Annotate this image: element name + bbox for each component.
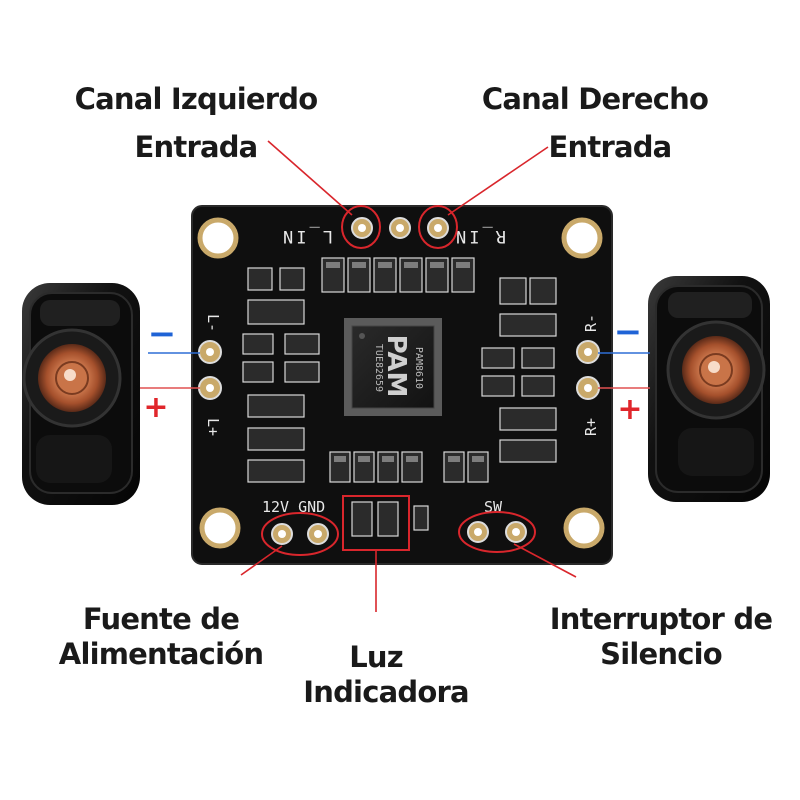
left-input-silk: L_IN — [280, 226, 333, 246]
indicator-line1: Luz — [349, 640, 403, 674]
chip-code: TUE82659 — [373, 344, 384, 392]
pcb-board: L_IN R_IN L- L+ R- R+ — [191, 205, 613, 565]
right-speaker — [648, 276, 770, 502]
left-plus-silk: L+ — [204, 418, 222, 436]
power-silk: 12V GND — [262, 498, 325, 516]
left-input-callout: Canal Izquierdo Entrada — [66, 82, 326, 166]
left-plus-symbol: + — [143, 390, 168, 425]
polarity-wires — [140, 352, 650, 389]
right-input-line2: Entrada — [548, 130, 673, 165]
mute-highlight — [458, 511, 536, 553]
input-pins — [351, 217, 449, 239]
bottom-pins — [271, 521, 527, 545]
mounting-holes — [197, 217, 605, 549]
left-input-highlight — [341, 205, 381, 249]
left-input-line2: Entrada — [134, 130, 259, 165]
left-minus-silk: L- — [204, 314, 222, 332]
speaker-pins — [198, 340, 600, 400]
mute-line1: Interruptor de — [549, 602, 773, 636]
power-line2: Alimentación — [58, 637, 264, 672]
left-minus-symbol: − — [148, 314, 177, 354]
indicator-callout: Luz Indicadora — [290, 640, 482, 711]
right-input-line1: Canal Derecho — [481, 82, 709, 116]
amplifier-chip: PAM PAM8610 TUE82659 — [344, 318, 442, 416]
right-input-highlight — [418, 205, 458, 249]
right-input-callout: Canal Derecho Entrada — [470, 82, 720, 166]
smd-pads — [326, 262, 484, 462]
leader-lines — [240, 140, 577, 612]
mute-line2: Silencio — [600, 637, 723, 672]
right-plus-symbol: + — [617, 392, 642, 427]
power-line1: Fuente de — [82, 602, 240, 636]
right-minus-silk: R- — [582, 314, 600, 332]
right-minus-symbol: − — [614, 312, 643, 352]
left-speaker — [22, 283, 140, 505]
indicator-line2: Indicadora — [303, 675, 469, 710]
right-plus-silk: R+ — [582, 418, 600, 436]
chip-model: PAM8610 — [413, 347, 424, 389]
right-input-silk: R_IN — [453, 226, 506, 246]
power-callout: Fuente de Alimentación — [48, 602, 274, 673]
mute-callout: Interruptor de Silencio — [542, 602, 780, 673]
chip-logo: PAM — [381, 335, 411, 398]
left-input-line1: Canal Izquierdo — [74, 82, 319, 116]
power-highlight — [261, 512, 339, 556]
